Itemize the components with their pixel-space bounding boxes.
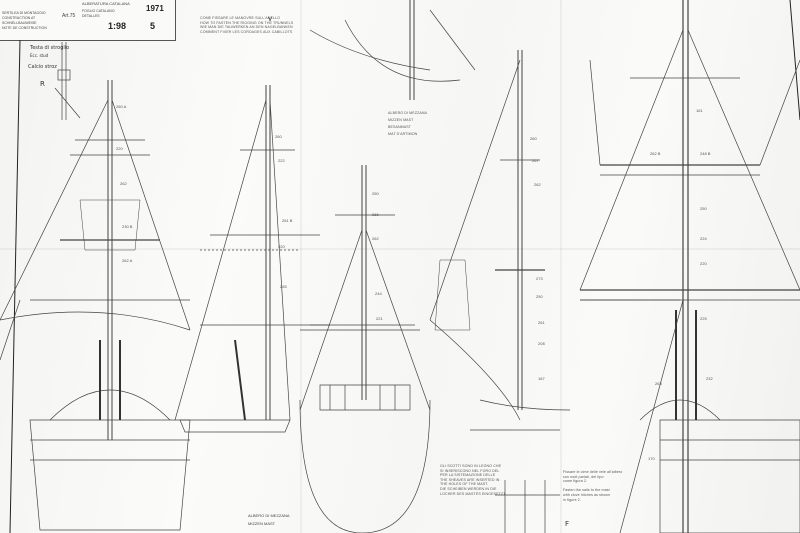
part-number: 265 <box>280 284 287 289</box>
part-number: 266 <box>372 212 379 217</box>
title-block-line-1: SERTILEA DI MONTAGGIO <box>2 11 46 15</box>
title-block: ALBERATURA CATALANA 1971 SERTILEA DI MON… <box>0 0 176 41</box>
mark-r: R <box>40 80 45 88</box>
note-mizzen-mast: ALBERO DI MEZZANA MIZZEN MAST BESANMAST … <box>388 111 428 136</box>
fold-line-horizontal <box>0 248 800 250</box>
part-number: 161 <box>696 108 703 113</box>
title-block-year: 1971 <box>146 4 164 13</box>
part-number: 230 B <box>122 224 133 229</box>
title-block-sheet: 5 <box>150 21 156 31</box>
part-number: 250 <box>536 294 543 299</box>
part-number: 250 <box>700 206 707 211</box>
part-number: 220 <box>116 146 123 151</box>
part-number: 222 <box>278 158 285 163</box>
note-sheaves: GLI SCOTTI SONO IN LEGNO CHE SI INSERISC… <box>440 464 506 496</box>
fold-line-vertical <box>560 0 562 533</box>
part-number: 263 <box>655 381 662 386</box>
part-number: 170 <box>648 456 655 461</box>
title-block-scale: 1:98 <box>108 21 127 31</box>
note-testa-sub: Ecc. stud <box>30 53 49 58</box>
part-number: 273 <box>536 276 543 281</box>
title-block-line-4: NOTE DE CONSTRUCTION <box>2 26 47 30</box>
part-number: 224 <box>700 236 707 241</box>
title-block-upper-line: ALBERATURA CATALANA <box>82 1 130 6</box>
part-number: 262 <box>534 182 541 187</box>
title-block-ref: Art.75 <box>62 13 76 19</box>
part-number: 260 <box>275 134 282 139</box>
part-number: 267 <box>532 158 539 163</box>
part-number: 248 B <box>700 151 711 156</box>
part-number: 244 <box>375 291 382 296</box>
part-number: 220 <box>278 244 285 249</box>
part-number: 260 <box>530 136 537 141</box>
part-number: 262 <box>372 236 379 241</box>
part-number: 208 <box>538 341 545 346</box>
title-block-mid-2: DETALLES <box>82 14 100 18</box>
part-number: 225 <box>700 316 707 321</box>
note-rigging-fastening: COME FISSARE LE MANOVRE SULL'ANELLO HOW … <box>200 16 294 34</box>
part-number: 262 B <box>650 151 661 156</box>
note-sails-fastening: Fissare le cime delle vele all'albero co… <box>563 470 623 502</box>
part-number: 220 <box>700 261 707 266</box>
part-number: 221 <box>376 316 383 321</box>
part-number: 261 <box>538 320 545 325</box>
part-number: 262 A <box>122 258 133 263</box>
label-mast-bottom: ALBERO DI MEZZANA MIZZEN MAST <box>248 513 290 526</box>
note-testa: Testa di stroglio <box>30 45 70 51</box>
part-number: 250 <box>372 191 379 196</box>
mark-v: V <box>268 16 273 23</box>
part-number: 260 A <box>116 104 127 109</box>
part-number: 262 <box>120 181 127 186</box>
title-block-line-3: SCHNELLBAUWEISE <box>2 21 37 25</box>
mark-f: F <box>565 520 570 528</box>
title-block-line-2: CONSTRUCTION AT <box>2 16 36 20</box>
part-number: 232 <box>706 376 713 381</box>
title-block-mid-1: FOGLIO CATALANO <box>82 9 115 13</box>
part-number: 167 <box>538 376 545 381</box>
part-number: 261 B <box>282 218 293 223</box>
fold-line-vertical <box>300 0 302 533</box>
note-calcio: Calcio stroz <box>28 64 57 70</box>
